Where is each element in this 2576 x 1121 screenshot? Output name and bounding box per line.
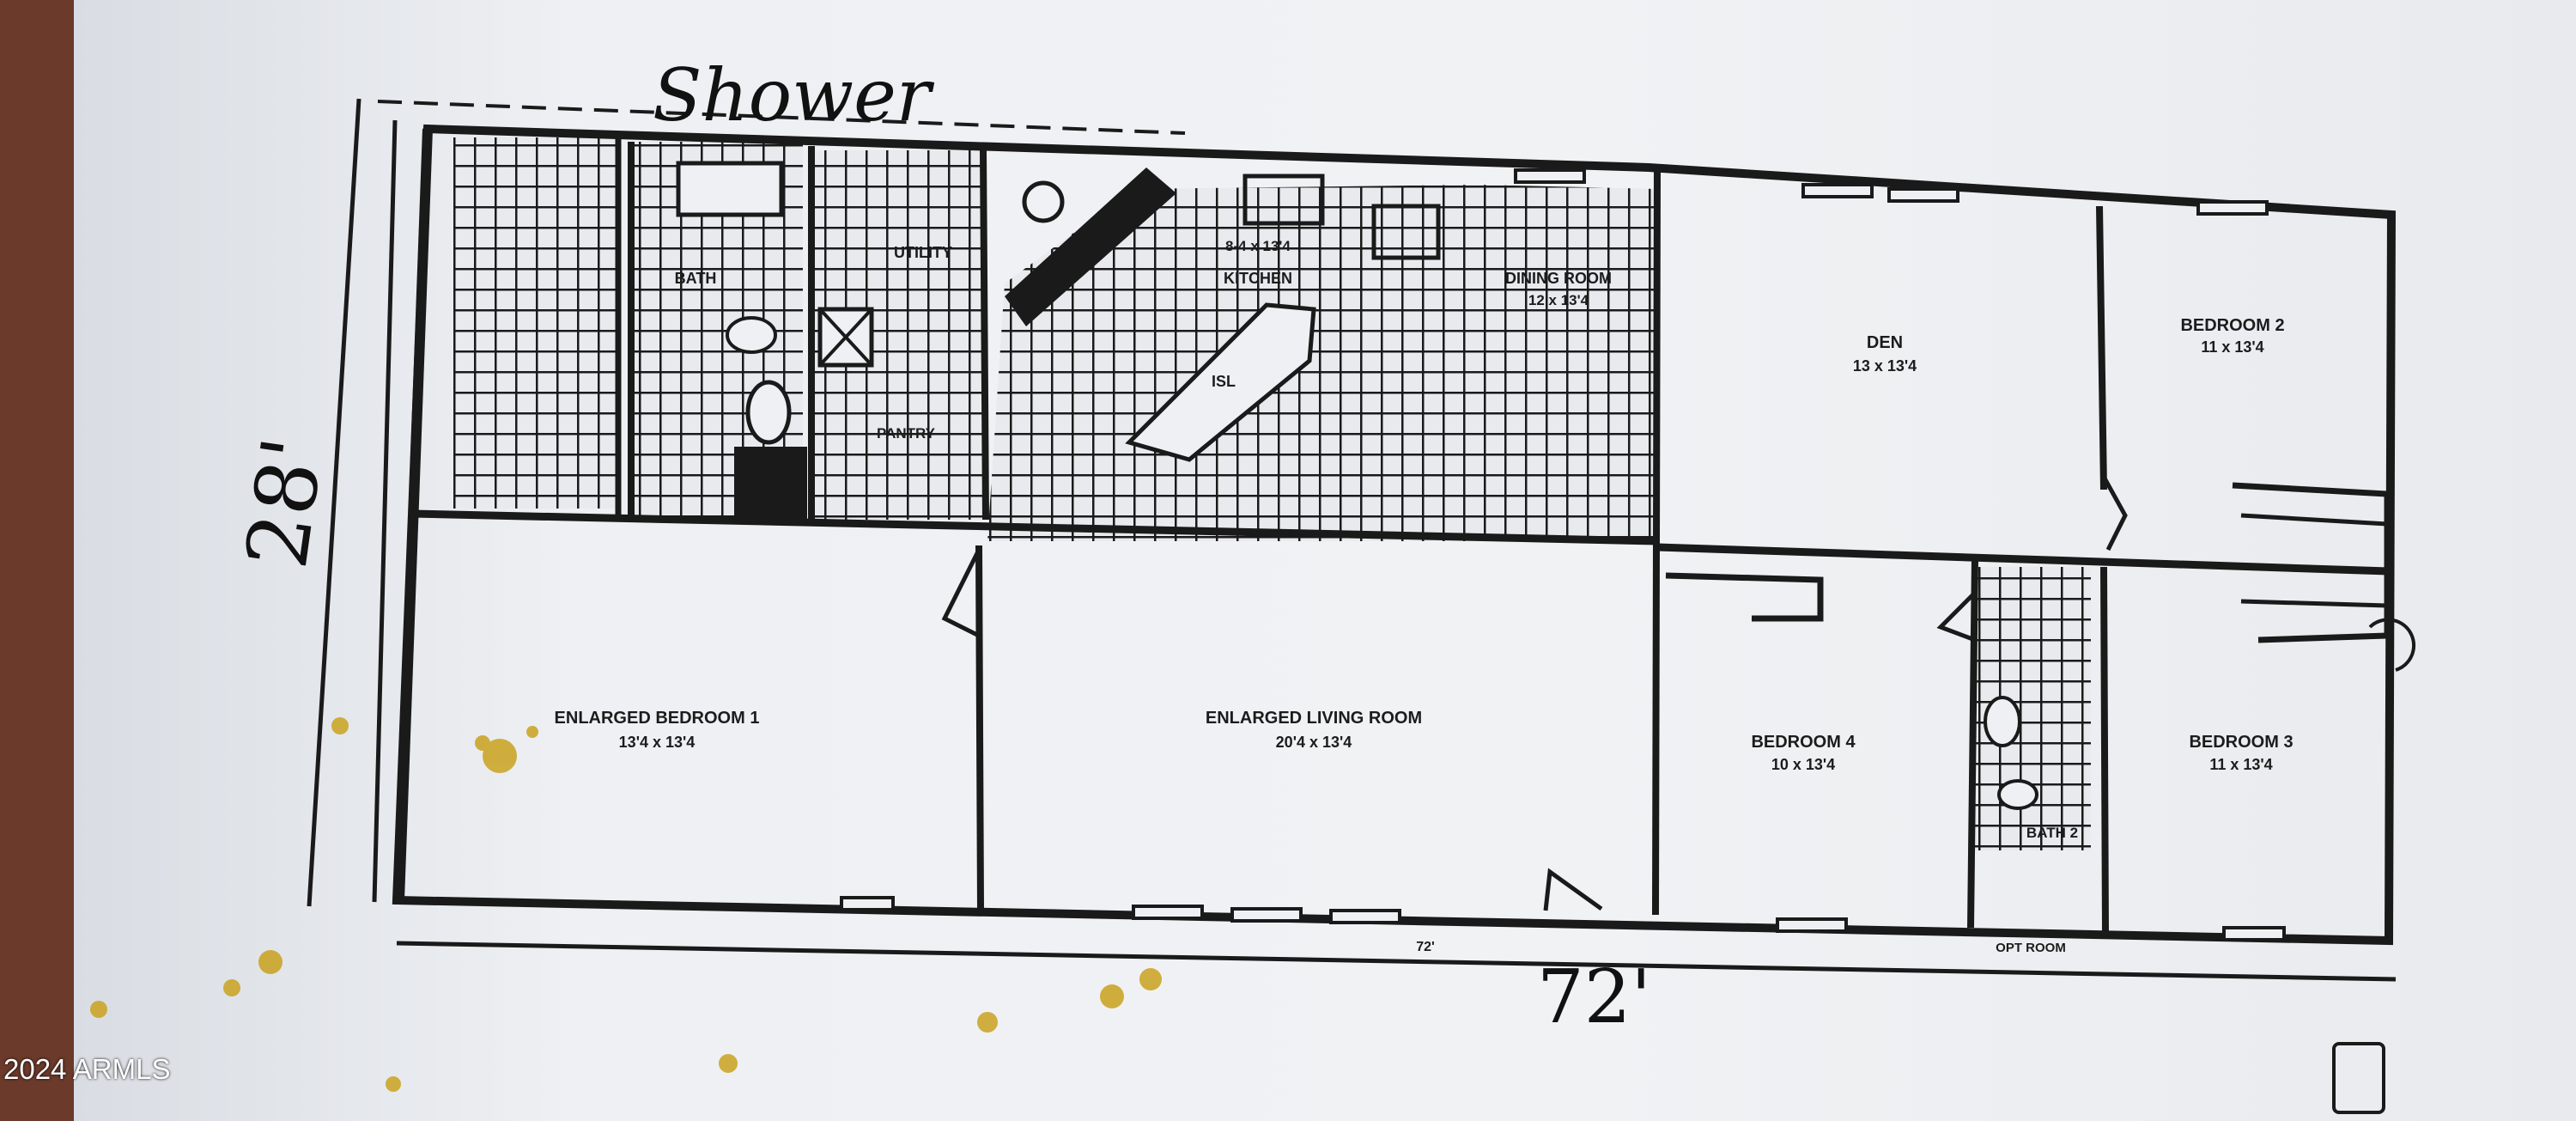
room-label-dining-room: DINING ROOM (1505, 270, 1612, 287)
tiled-area-kitchen-dining (987, 185, 1657, 541)
bedroom-3-door-swing (2368, 618, 2416, 672)
small-note-opt-room: OPT ROOM (1996, 941, 2066, 955)
room-size-enlarged-living-room: 20'4 x 13'4 (1276, 734, 1352, 751)
bath-2-toilet-icon (1997, 779, 2038, 810)
closet-bedroom-3 (2232, 482, 2391, 643)
wall-block (734, 447, 807, 524)
handwritten-depth-28: 28' (228, 431, 343, 574)
room-label-pantry: PANTRY (877, 425, 936, 442)
depth-dimension-line (307, 98, 361, 907)
width-dimension-line (396, 941, 2397, 982)
room-size-bedroom-4: 10 x 13'4 (1771, 756, 1835, 773)
windows (840, 168, 2286, 941)
stains (90, 717, 1162, 1092)
room-label-den: DEN (1867, 333, 1903, 352)
room-label-isl: ISL (1212, 373, 1236, 390)
handwritten-shower-note: Shower (653, 53, 935, 137)
toilet-icon (726, 316, 777, 354)
room-size-enlarged-bedroom-1: 13'4 x 13'4 (619, 734, 696, 751)
room-size-bedroom-3: 11 x 13'4 (2209, 756, 2272, 773)
tiled-area-shower (453, 137, 617, 509)
range-icon (1371, 204, 1441, 260)
room-label-bath-2: BATH 2 (2026, 825, 2078, 841)
bath-2-lavatory-icon (1984, 696, 2021, 747)
room-label-bath: BATH (675, 270, 717, 287)
kitchen-counter (1005, 168, 1176, 326)
room-label-bedroom-2: BEDROOM 2 (2180, 316, 2284, 335)
handwritten-width-72: 72' (1537, 954, 1651, 1040)
room-label-bedroom-4: BEDROOM 4 (1751, 733, 1856, 752)
room-label-enlarged-bedroom-1: ENLARGED BEDROOM 1 (555, 709, 760, 728)
room-label-kitchen: KITCHEN (1224, 270, 1292, 287)
room-size-kitchen: 8-4 x 13'4 (1225, 238, 1291, 254)
closet-bedroom-4 (1665, 572, 1824, 622)
sink-icon (1242, 174, 1325, 226)
top-dashed-line (377, 100, 1186, 135)
watermark: 2024 ARMLS (3, 1053, 171, 1085)
interior-wall-main (411, 509, 1658, 545)
front-door-swing (1543, 868, 1603, 911)
depth-dimension-line-inner (372, 119, 398, 903)
room-size-dining-room: 12 x 13'4 (1528, 292, 1589, 308)
room-size-bedroom-2: 11 x 13'4 (2201, 338, 2263, 356)
room-label-utility: UTILITY (894, 244, 952, 261)
room-size-den: 13 x 13'4 (1853, 357, 1917, 375)
small-note-bottom-mid: 72' (1416, 940, 1435, 954)
room-label-bedroom-3: BEDROOM 3 (2189, 733, 2293, 752)
corner-mark (2332, 1042, 2385, 1114)
kitchen-island (1125, 302, 1316, 462)
water-heater-icon (1022, 180, 1065, 223)
lavatory-icon (745, 380, 792, 445)
tub-icon (676, 161, 784, 217)
room-label-enlarged-living-room: ENLARGED LIVING ROOM (1206, 709, 1422, 728)
